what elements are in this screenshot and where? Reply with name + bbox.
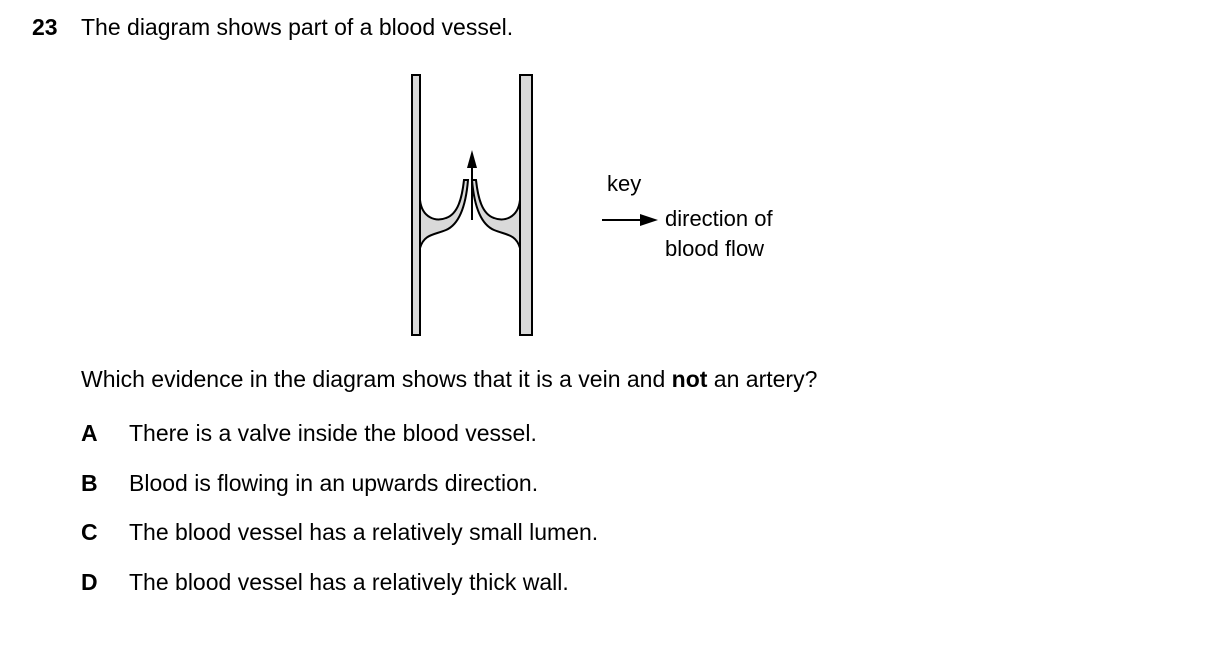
left-vessel-wall [411,74,421,336]
key-label-line2: blood flow [665,236,765,261]
option-letter: A [81,420,98,446]
key-label-line1: direction of [665,206,773,231]
right-valve-cusp [470,179,521,249]
right-vessel-wall [519,74,533,336]
option-letter: D [81,569,98,595]
question-prompt: Which evidence in the diagram shows that… [81,366,817,393]
option-text: The blood vessel has a relatively thick … [129,569,569,595]
option-text: There is a valve inside the blood vessel… [129,420,537,446]
option-letter: B [81,470,98,496]
option-letter: C [81,519,98,545]
key-arrow-icon [602,214,658,226]
key-title: key [607,171,642,196]
prompt-text-end: an artery? [707,366,818,392]
prompt-text: Which evidence in the diagram shows that… [81,366,672,392]
question-number: 23 [32,14,58,40]
question-stem: The diagram shows part of a blood vessel… [81,14,514,40]
key-label: direction of blood flow [665,204,773,264]
option-text: The blood vessel has a relatively small … [129,519,599,545]
left-valve-cusp [419,179,470,249]
blood-vessel-diagram [411,74,533,336]
prompt-bold: not [671,366,708,392]
flow-arrow-head [467,150,477,168]
option-text: Blood is flowing in an upwards direction… [129,470,539,496]
